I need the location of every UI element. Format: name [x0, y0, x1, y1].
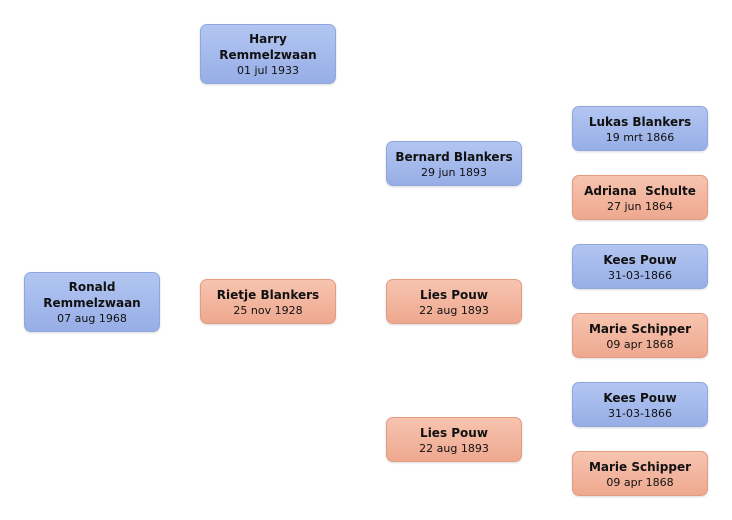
person-date: 31-03-1866	[608, 268, 672, 282]
person-name: Kees Pouw	[603, 252, 677, 267]
person-card-marie-schipper-2[interactable]: Marie Schipper 09 apr 1868	[572, 451, 708, 496]
person-name: Kees Pouw	[603, 390, 677, 405]
person-name: Rietje Blankers	[216, 287, 320, 302]
person-date: 22 aug 1893	[419, 441, 489, 455]
person-name: Marie Schipper	[588, 459, 692, 474]
person-card-lukas-blankers[interactable]: Lukas Blankers 19 mrt 1866	[572, 106, 708, 151]
person-name: Bernard Blankers	[395, 149, 513, 164]
person-name: Lies Pouw	[420, 425, 488, 440]
person-card-harry-remmelzwaan[interactable]: Harry Remmelzwaan 01 jul 1933	[200, 24, 336, 84]
person-date: 19 mrt 1866	[605, 130, 675, 144]
person-name: Lukas Blankers	[588, 114, 692, 129]
person-date: 09 apr 1868	[606, 475, 674, 489]
person-card-kees-pouw-2[interactable]: Kees Pouw 31-03-1866	[572, 382, 708, 427]
person-date: 09 apr 1868	[606, 337, 674, 351]
person-date: 29 jun 1893	[421, 165, 487, 179]
person-date: 22 aug 1893	[419, 303, 489, 317]
person-date: 31-03-1866	[608, 406, 672, 420]
person-name: Harry Remmelzwaan	[219, 32, 317, 62]
person-card-lies-pouw-2[interactable]: Lies Pouw 22 aug 1893	[386, 417, 522, 462]
person-name: Adriana Schulte	[584, 183, 696, 198]
person-card-lies-pouw[interactable]: Lies Pouw 22 aug 1893	[386, 279, 522, 324]
person-card-kees-pouw[interactable]: Kees Pouw 31-03-1866	[572, 244, 708, 289]
person-date: 27 jun 1864	[607, 199, 673, 213]
person-name: Marie Schipper	[588, 321, 692, 336]
person-card-rietje-blankers[interactable]: Rietje Blankers 25 nov 1928	[200, 279, 336, 324]
person-name: Ronald Remmelzwaan	[43, 280, 141, 310]
person-date: 01 jul 1933	[236, 64, 300, 77]
person-card-marie-schipper[interactable]: Marie Schipper 09 apr 1868	[572, 313, 708, 358]
person-card-bernard-blankers[interactable]: Bernard Blankers 29 jun 1893	[386, 141, 522, 186]
person-card-adriana-schulte[interactable]: Adriana Schulte 27 jun 1864	[572, 175, 708, 220]
person-card-ronald-remmelzwaan[interactable]: Ronald Remmelzwaan 07 aug 1968	[24, 272, 160, 332]
person-date: 25 nov 1928	[233, 303, 303, 317]
person-date: 07 aug 1968	[57, 312, 127, 325]
person-name: Lies Pouw	[420, 287, 488, 302]
